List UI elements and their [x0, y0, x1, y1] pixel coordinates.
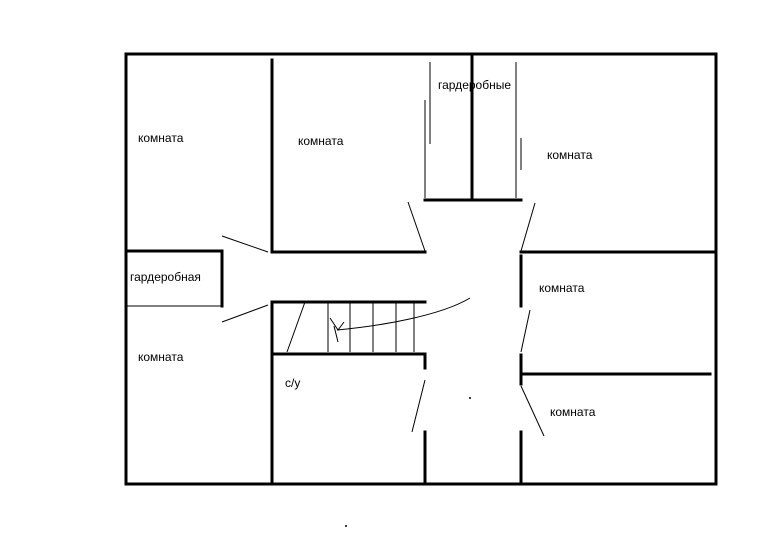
door-bathroom: [411, 379, 426, 433]
door-mid-right: [520, 309, 531, 353]
outer-walls: [124, 52, 718, 486]
room-top-center-walls: [221, 58, 427, 254]
wardrobes-label: гардеробные: [438, 78, 512, 92]
door-top-right: [520, 202, 536, 252]
room-mid-right-walls: [519, 254, 712, 386]
door-stair-left: [221, 304, 269, 323]
room-top-center-label: комната: [298, 134, 344, 148]
room-top-left-label: комната: [138, 131, 184, 145]
room-bottom-right-label: комната: [550, 405, 596, 419]
room-mid-right-label: комната: [539, 281, 585, 295]
bathroom-label: с/у: [285, 376, 301, 390]
door-top-left: [221, 235, 269, 253]
door-top-center: [407, 201, 426, 252]
bathroom-walls: [411, 379, 427, 486]
wardrobe-left-walls: [126, 249, 224, 308]
wardrobes-walls: [423, 52, 523, 202]
room-bottom-right-walls: [519, 385, 545, 486]
door-bottom-right: [520, 385, 545, 437]
room-top-right-walls: [519, 202, 718, 254]
room-bottom-left-label: комната: [138, 350, 184, 364]
room-top-right-label: комната: [547, 148, 593, 162]
wardrobe-left-label: гардеробная: [130, 270, 201, 284]
stairs: [221, 297, 471, 486]
stray-marks: [345, 397, 471, 527]
